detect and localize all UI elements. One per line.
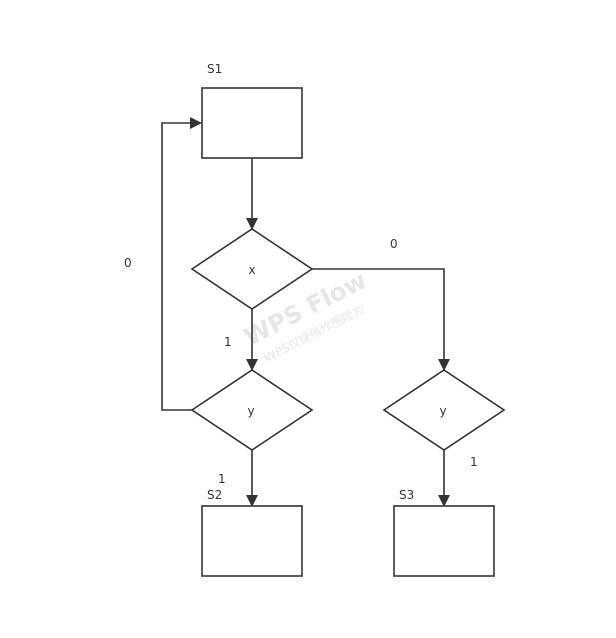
edge-x-to-y-right (312, 268, 450, 371)
edge-label-y-right-to-s3: 1 (470, 455, 478, 469)
node-x-diamond[interactable] (190, 228, 314, 310)
node-s2-label: S2 (207, 488, 222, 502)
node-s3-box[interactable] (393, 505, 495, 577)
node-s3-label: S3 (399, 488, 414, 502)
node-y-right-diamond[interactable] (382, 369, 506, 451)
node-s1-label: S1 (207, 62, 222, 76)
edge-y-left-to-s1 (161, 117, 202, 411)
node-s2-box[interactable] (201, 505, 303, 577)
node-s1-box[interactable] (201, 87, 303, 159)
edge-label-y-left-to-s1: 0 (124, 256, 132, 270)
node-y-left-diamond[interactable] (190, 369, 314, 451)
edge-label-x-to-y-left: 1 (224, 335, 232, 349)
node-x-label: x (248, 263, 255, 277)
edge-label-y-left-to-s2: 1 (218, 472, 226, 486)
node-y-right-label: y (439, 404, 446, 418)
edge-label-x-to-y-right: 0 (390, 237, 398, 251)
node-y-left-label: y (247, 404, 254, 418)
